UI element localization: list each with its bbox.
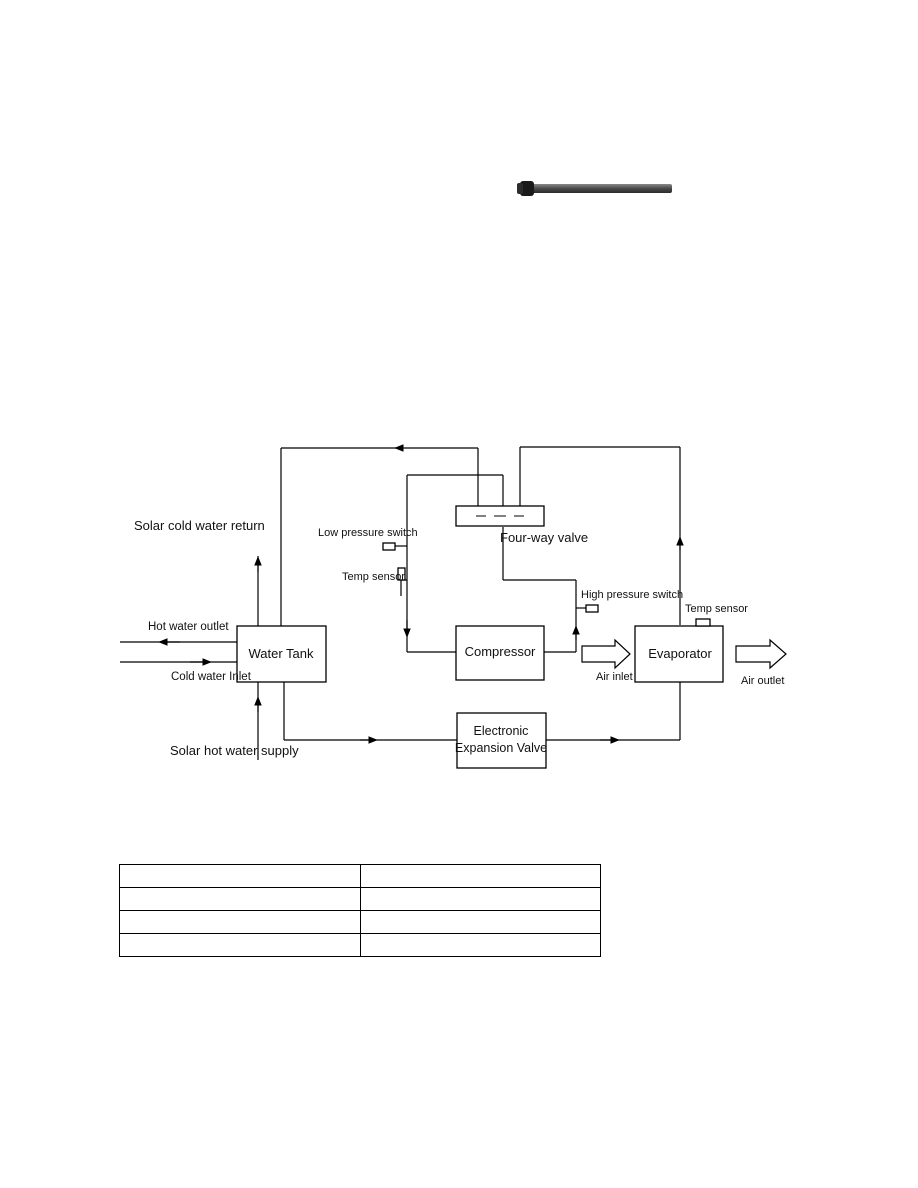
water-tank-box bbox=[236, 625, 327, 683]
label-expansion-valve-line2: Expansion Valve bbox=[455, 741, 547, 755]
label-air-outlet: Air outlet bbox=[741, 675, 784, 687]
table-row bbox=[119, 887, 601, 911]
label-hot-water-outlet: Hot water outlet bbox=[148, 621, 229, 633]
table-row bbox=[119, 864, 601, 888]
table-row bbox=[119, 910, 601, 934]
label-compressor: Compressor bbox=[465, 644, 536, 659]
table-cell bbox=[359, 864, 601, 888]
label-temp-sensor-right: Temp sensor bbox=[685, 603, 748, 615]
label-high-pressure-switch: High pressure switch bbox=[581, 589, 683, 601]
table-cell bbox=[359, 910, 601, 934]
label-cold-water-inlet: Cold water Inlet bbox=[171, 671, 252, 683]
table-cell bbox=[119, 864, 361, 888]
label-solar-hot-supply: Solar hot water supply bbox=[170, 743, 299, 758]
label-solar-cold-return: Solar cold water return bbox=[134, 518, 265, 533]
label-air-inlet: Air inlet bbox=[596, 671, 633, 683]
table-cell bbox=[359, 887, 601, 911]
expansion-valve-box bbox=[456, 712, 547, 769]
label-expansion-valve-line1: Electronic bbox=[474, 724, 529, 738]
air-inlet-arrow bbox=[581, 638, 631, 670]
temp-sensor-left-symbol bbox=[397, 567, 406, 581]
air-outlet-arrow bbox=[735, 638, 787, 670]
label-evaporator: Evaporator bbox=[648, 646, 712, 661]
label-water-tank: Water Tank bbox=[248, 646, 314, 661]
label-four-way-valve: Four-way valve bbox=[500, 530, 588, 545]
label-temp-sensor-left: Temp sensor bbox=[342, 571, 405, 583]
table-cell bbox=[119, 887, 361, 911]
anode-rod-image bbox=[517, 181, 672, 196]
low-pressure-switch-symbol bbox=[382, 542, 396, 551]
evaporator-box bbox=[634, 625, 724, 683]
spec-table bbox=[119, 864, 601, 957]
high-pressure-switch-symbol bbox=[585, 604, 599, 613]
table-cell bbox=[119, 910, 361, 934]
table-cell bbox=[359, 933, 601, 957]
temp-sensor-right-symbol bbox=[695, 618, 711, 627]
compressor-box bbox=[455, 625, 545, 681]
table-row bbox=[119, 933, 601, 957]
label-low-pressure-switch: Low pressure switch bbox=[318, 527, 418, 539]
table-cell bbox=[119, 933, 361, 957]
